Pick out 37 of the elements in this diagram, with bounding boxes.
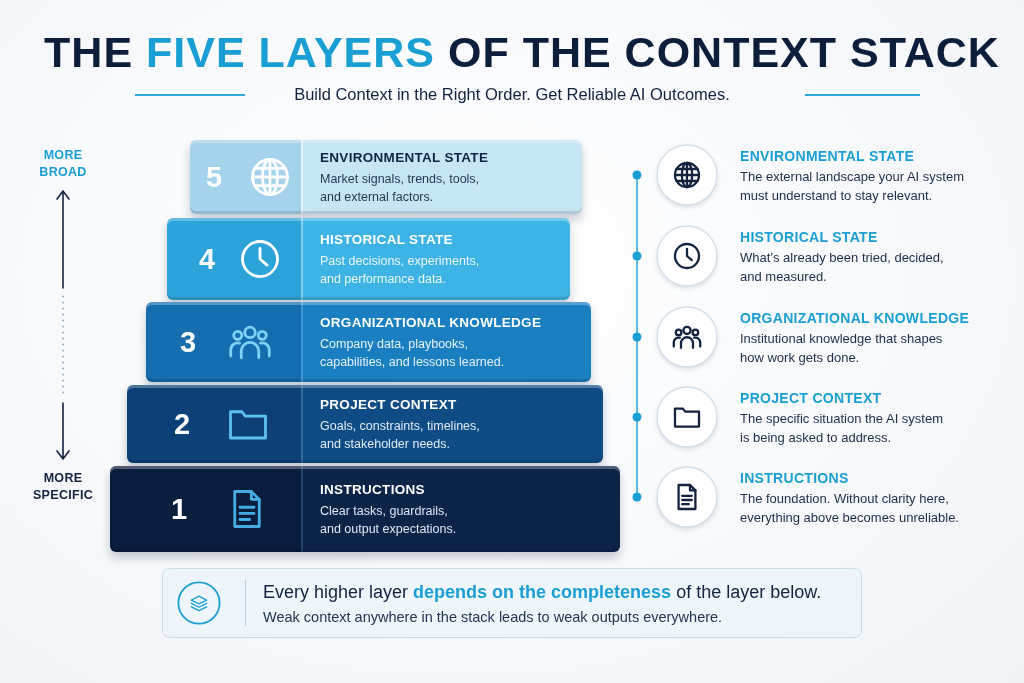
axis-label: MORE SPECIFIC bbox=[33, 470, 93, 504]
section-heading: PROJECT CONTEXT bbox=[740, 389, 882, 407]
layer-slab bbox=[127, 385, 603, 463]
layer-title: INSTRUCTIONS bbox=[320, 480, 425, 499]
section-description: The external landscape your AI system must understand to stay relevant. bbox=[740, 168, 965, 205]
axis-label: MORE BROAD bbox=[39, 147, 87, 181]
layer-description: Past decisions, experiments, and performance data. bbox=[320, 252, 481, 288]
layer-title: ORGANIZATIONAL KNOWLEDGE bbox=[320, 313, 542, 332]
layer-title: HISTORICAL STATE bbox=[320, 230, 453, 249]
layer-slab bbox=[110, 466, 620, 552]
layer-description: Goals, constraints, timelines, and stakeholder needs. bbox=[320, 417, 481, 453]
layer-description: Company data, playbooks, capabilities, and lessons learned. bbox=[320, 335, 506, 371]
callout-text: Every higher layer depends on the completeness of the layer below. bbox=[263, 581, 822, 603]
layer-description: Clear tasks, guardrails, and output expectations. bbox=[320, 502, 458, 538]
callout-note: Weak context anywhere in the stack leads to weak outputs everywhere. bbox=[263, 608, 723, 626]
section-heading: INSTRUCTIONS bbox=[740, 469, 849, 487]
layer-slab bbox=[167, 218, 570, 300]
layer-number: 3 bbox=[180, 326, 197, 358]
section-heading: ORGANIZATIONAL KNOWLEDGE bbox=[740, 309, 970, 327]
section-description: Institutional knowledge that shapes how work gets done. bbox=[740, 330, 944, 367]
section-description: What’s already been tried, decided, and measured. bbox=[740, 249, 945, 286]
layer-number: 4 bbox=[199, 243, 216, 275]
callout-box bbox=[162, 568, 862, 638]
layer-slab bbox=[190, 140, 582, 214]
section-heading: HISTORICAL STATE bbox=[740, 228, 878, 246]
section-description: The foundation. Without clarity here, everything above becomes unreliable. bbox=[740, 490, 960, 527]
layer-number: 5 bbox=[206, 161, 223, 193]
layer-title: PROJECT CONTEXT bbox=[320, 395, 457, 414]
layer-number: 2 bbox=[174, 408, 191, 440]
layer-slab bbox=[146, 302, 591, 382]
layer-description: Market signals, trends, tools, and external factors. bbox=[320, 170, 481, 206]
section-description: The specific situation the AI system is being asked to address. bbox=[740, 410, 945, 447]
layer-title: ENVIRONMENTAL STATE bbox=[320, 148, 489, 167]
layer-number: 1 bbox=[171, 493, 188, 525]
subtitle: Build Context in the Right Order. Get Reliable AI Outcomes. bbox=[294, 84, 730, 104]
page-title: THE FIVE LAYERS OF THE CONTEXT STACK bbox=[44, 27, 1000, 77]
section-heading: ENVIRONMENTAL STATE bbox=[740, 147, 915, 165]
